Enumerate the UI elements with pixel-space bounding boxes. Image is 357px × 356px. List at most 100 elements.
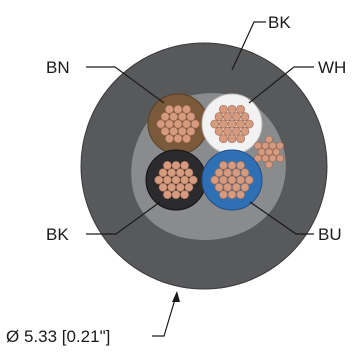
copper-strand <box>171 161 181 170</box>
copper-strand <box>160 112 170 122</box>
copper-strand <box>182 104 191 114</box>
copper-strand <box>177 112 187 122</box>
copper-strand <box>173 134 183 143</box>
copper-strand <box>265 135 273 144</box>
copper-strand <box>236 190 245 199</box>
copper-strand <box>227 190 237 199</box>
copper-strand <box>214 182 224 192</box>
copper-strand <box>184 168 194 178</box>
copper-strand <box>171 190 181 199</box>
leader-line-brown <box>86 66 165 104</box>
copper-strand <box>165 119 174 129</box>
leader-line-black <box>86 201 161 235</box>
copper-strand <box>184 182 194 192</box>
copper-strand <box>254 154 262 163</box>
copper-strand <box>214 168 224 178</box>
copper-strand <box>182 119 191 129</box>
copper-strand <box>163 190 172 199</box>
copper-strand <box>240 168 250 178</box>
copper-strand <box>231 182 241 192</box>
copper-strand <box>160 126 170 136</box>
copper-strand <box>276 154 284 163</box>
copper-strand <box>163 161 172 170</box>
copper-strand <box>169 126 179 136</box>
copper-strand <box>219 119 228 129</box>
copper-strand <box>227 175 237 185</box>
copper-strand <box>180 175 189 185</box>
copper-strand <box>231 112 241 122</box>
leader-line-blue <box>249 201 314 235</box>
label-diameter: Ø 5.33 [0.21"] <box>6 327 110 346</box>
copper-strand <box>223 182 233 192</box>
copper-strand <box>156 119 166 129</box>
copper-strand <box>227 119 237 129</box>
copper-strand <box>231 126 241 136</box>
copper-strand <box>219 104 228 114</box>
copper-strand <box>223 112 233 122</box>
copper-strand <box>227 134 237 143</box>
white-core-strands <box>210 104 254 143</box>
copper-strand <box>265 160 273 169</box>
copper-strand <box>219 175 228 185</box>
copper-strand <box>190 119 200 129</box>
copper-strand <box>214 112 224 122</box>
drain-wire-strands <box>254 135 284 169</box>
leader-line-diameter <box>152 295 177 337</box>
copper-strand <box>219 134 228 143</box>
copper-strand <box>175 168 185 178</box>
label-outer-jacket: BK <box>268 13 291 32</box>
label-blue-core: BU <box>318 225 342 244</box>
copper-strand <box>223 168 233 178</box>
copper-strand <box>236 104 245 114</box>
copper-strand <box>186 112 196 122</box>
leader-line-white <box>248 66 314 104</box>
copper-strand <box>158 168 168 178</box>
copper-strand <box>240 112 250 122</box>
label-white-core: WH <box>318 58 346 77</box>
copper-strand <box>165 104 174 114</box>
copper-strand <box>210 119 220 129</box>
copper-strand <box>169 112 179 122</box>
copper-strand <box>268 154 277 163</box>
copper-strand <box>154 175 164 185</box>
copper-strand <box>182 134 191 143</box>
copper-strand <box>227 104 237 114</box>
copper-strand <box>265 148 273 156</box>
leader-line-jacket <box>231 21 266 71</box>
copper-strand <box>210 175 220 185</box>
copper-strand <box>227 161 237 170</box>
copper-strand <box>268 141 277 150</box>
copper-strand <box>223 126 233 136</box>
copper-strand <box>167 168 177 178</box>
copper-strand <box>173 119 183 129</box>
copper-strand <box>219 190 228 199</box>
copper-strand <box>261 141 270 150</box>
copper-strand <box>236 175 245 185</box>
copper-strand <box>236 119 245 129</box>
copper-strand <box>214 126 224 136</box>
black-core-strands <box>154 161 198 199</box>
copper-strand <box>219 161 228 170</box>
label-brown-core: BN <box>46 58 70 77</box>
copper-strand <box>186 126 196 136</box>
copper-strand <box>163 175 172 185</box>
copper-strand <box>240 126 250 136</box>
copper-strand <box>175 182 185 192</box>
blue-core-strands <box>210 161 254 199</box>
copper-strand <box>244 175 254 185</box>
copper-strand <box>240 182 250 192</box>
copper-strand <box>236 134 245 143</box>
copper-strand <box>158 182 168 192</box>
copper-strand <box>261 154 270 163</box>
copper-strand <box>276 141 284 150</box>
copper-strand <box>173 104 183 114</box>
copper-strand <box>177 126 187 136</box>
copper-strand <box>165 134 174 143</box>
copper-strand <box>180 190 189 199</box>
label-black-core: BK <box>46 225 69 244</box>
copper-strand <box>254 141 262 150</box>
copper-strand <box>272 148 281 156</box>
copper-strand <box>180 161 189 170</box>
copper-strand <box>231 168 241 178</box>
